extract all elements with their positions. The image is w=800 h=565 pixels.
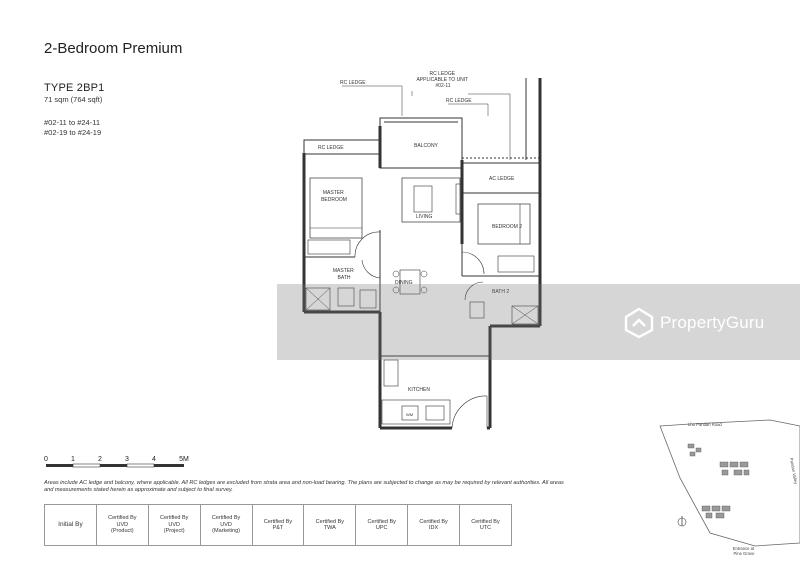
master-bedroom-label: MASTER BEDROOM (321, 190, 347, 203)
rc-ledge-right-label: RC LEDGE (446, 98, 472, 104)
watermark: PropertyGuru (624, 306, 764, 340)
balcony-outline (379, 117, 463, 169)
dining-label: DINING (395, 280, 413, 286)
kitchen-label: KITCHEN (408, 387, 430, 393)
initial-by-cell: Initial By (44, 504, 97, 546)
unit-range-1: #02-11 to #24-11 (44, 118, 101, 127)
disclaimer-note: Areas include AC ledge and balcony, wher… (44, 480, 564, 493)
scale-tick-4: 4 (152, 456, 156, 463)
bath2-label: BATH 2 (492, 289, 509, 295)
dining-table (399, 269, 421, 295)
scale-tick-1: 1 (71, 456, 75, 463)
outer-walls (302, 78, 542, 430)
rc-ledge-left-label: RC LEDGE (318, 145, 344, 151)
page-title: 2-Bedroom Premium (44, 40, 183, 57)
washing-machine-label: WM (406, 412, 413, 417)
unit-numbers: #02-11 to #24-11 #02-19 to #24-19 (44, 118, 101, 138)
ac-ledge-label: AC LEDGE (489, 176, 515, 182)
scale-tick-5: 5M (179, 456, 189, 463)
road-top-label: Lhu Pandan Road (688, 422, 722, 427)
bedroom2-label: BEDROOM 2 (492, 224, 522, 230)
ac-ledge-outline (461, 162, 541, 194)
scale-bar: 0 1 2 3 4 5M (44, 456, 189, 468)
master-bed (309, 177, 363, 239)
scale-segment-4 (126, 463, 155, 468)
unit-area: 71 sqm (764 sqft) (44, 95, 103, 104)
scale-segment-2 (72, 463, 101, 468)
block-cluster-top (687, 443, 702, 457)
living-label: LIVING (416, 214, 433, 220)
propertyguru-logo-icon (624, 307, 654, 339)
rc-ledge-applicable-label: RC LEDGE APPLICABLE TO UNIT #02-11 (416, 71, 469, 89)
sofa (401, 177, 461, 223)
scale-segment-3 (100, 464, 127, 467)
scale-tick-0: 0 (44, 456, 48, 463)
master-bath-label: MASTER BATH (333, 268, 355, 281)
unit-type: TYPE 2BP1 (44, 82, 105, 94)
bedroom2-bed (477, 203, 531, 245)
site-boundary (659, 419, 800, 547)
key-plan: Lhu Pandan Road Pandan Valley Entrance a… (659, 419, 800, 556)
kitchen-counter (381, 399, 451, 425)
balcony-label: BALCONY (414, 143, 439, 149)
block-cluster-mid (719, 461, 750, 476)
unit-range-2: #02-19 to #24-19 (44, 128, 102, 137)
block-cluster-bottom (701, 505, 731, 519)
scale-tick-2: 2 (98, 456, 102, 463)
scale-tick-3: 3 (125, 456, 129, 463)
scale-segment-5 (154, 464, 184, 467)
scale-segment-1 (46, 464, 73, 467)
watermark-brand: PropertyGuru (660, 313, 765, 332)
watermark-band (277, 284, 800, 360)
entrance-label: Entrance at Pine Grove (733, 546, 756, 556)
rc-ledge-top-label: RC LEDGE (340, 80, 366, 86)
road-right-label: Pandan Valley (789, 457, 799, 485)
